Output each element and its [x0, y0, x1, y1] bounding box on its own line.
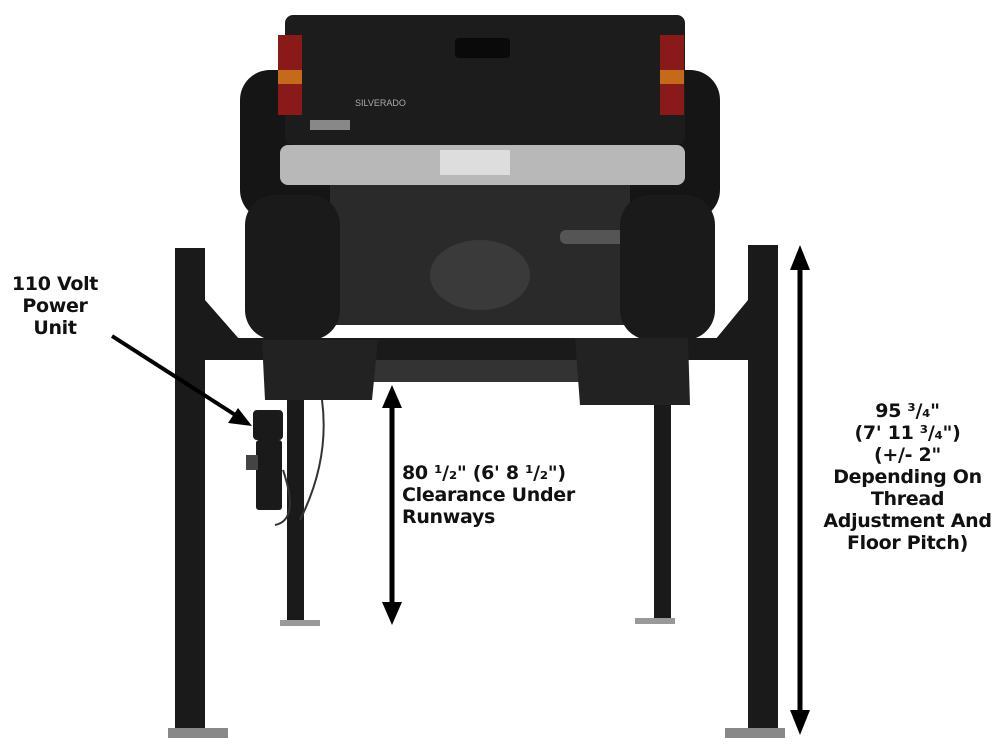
label-line: Clearance Under — [402, 484, 575, 506]
label-line: 95 ³/₄" — [875, 400, 940, 422]
tailgate-handle — [455, 38, 510, 58]
label-line: (7' 11 ³/₄") — [854, 422, 961, 444]
label-line: (+/- 2" — [873, 444, 942, 466]
front-post-left — [175, 248, 205, 735]
truck-badge: SILVERADO — [355, 98, 406, 108]
label-line: Depending On — [833, 466, 982, 488]
lift — [168, 245, 785, 738]
label-line: Power — [22, 295, 88, 317]
label-line: Thread — [870, 488, 945, 510]
truck: SILVERADO — [240, 15, 720, 340]
label-line: Adjustment And — [823, 510, 992, 532]
label-line: 110 Volt — [11, 273, 99, 295]
runway-center — [370, 360, 580, 382]
power-unit-label: 110 Volt Power Unit — [5, 273, 105, 339]
runway-right — [575, 338, 690, 405]
label-line: Unit — [33, 317, 77, 339]
height-arrow — [790, 245, 810, 735]
power-unit-arrow — [110, 334, 252, 426]
front-post-right — [748, 245, 778, 735]
runway-left — [262, 340, 378, 400]
tire-right — [620, 195, 715, 340]
label-line: Floor Pitch) — [847, 532, 968, 554]
tailgate — [285, 15, 685, 145]
tire-left — [245, 195, 340, 340]
height-label: 95 ³/₄" (7' 11 ³/₄") (+/- 2" Depending O… — [815, 400, 1000, 554]
power-unit — [246, 399, 325, 526]
clearance-label: 80 ¹/₂" (6' 8 ¹/₂") Clearance Under Runw… — [402, 462, 575, 528]
rear-post-right — [654, 370, 671, 622]
label-line: Runways — [402, 506, 496, 528]
clearance-arrow — [382, 385, 402, 625]
rear-post-left — [287, 370, 304, 625]
label-line: 80 ¹/₂" (6' 8 ¹/₂") — [402, 462, 566, 484]
